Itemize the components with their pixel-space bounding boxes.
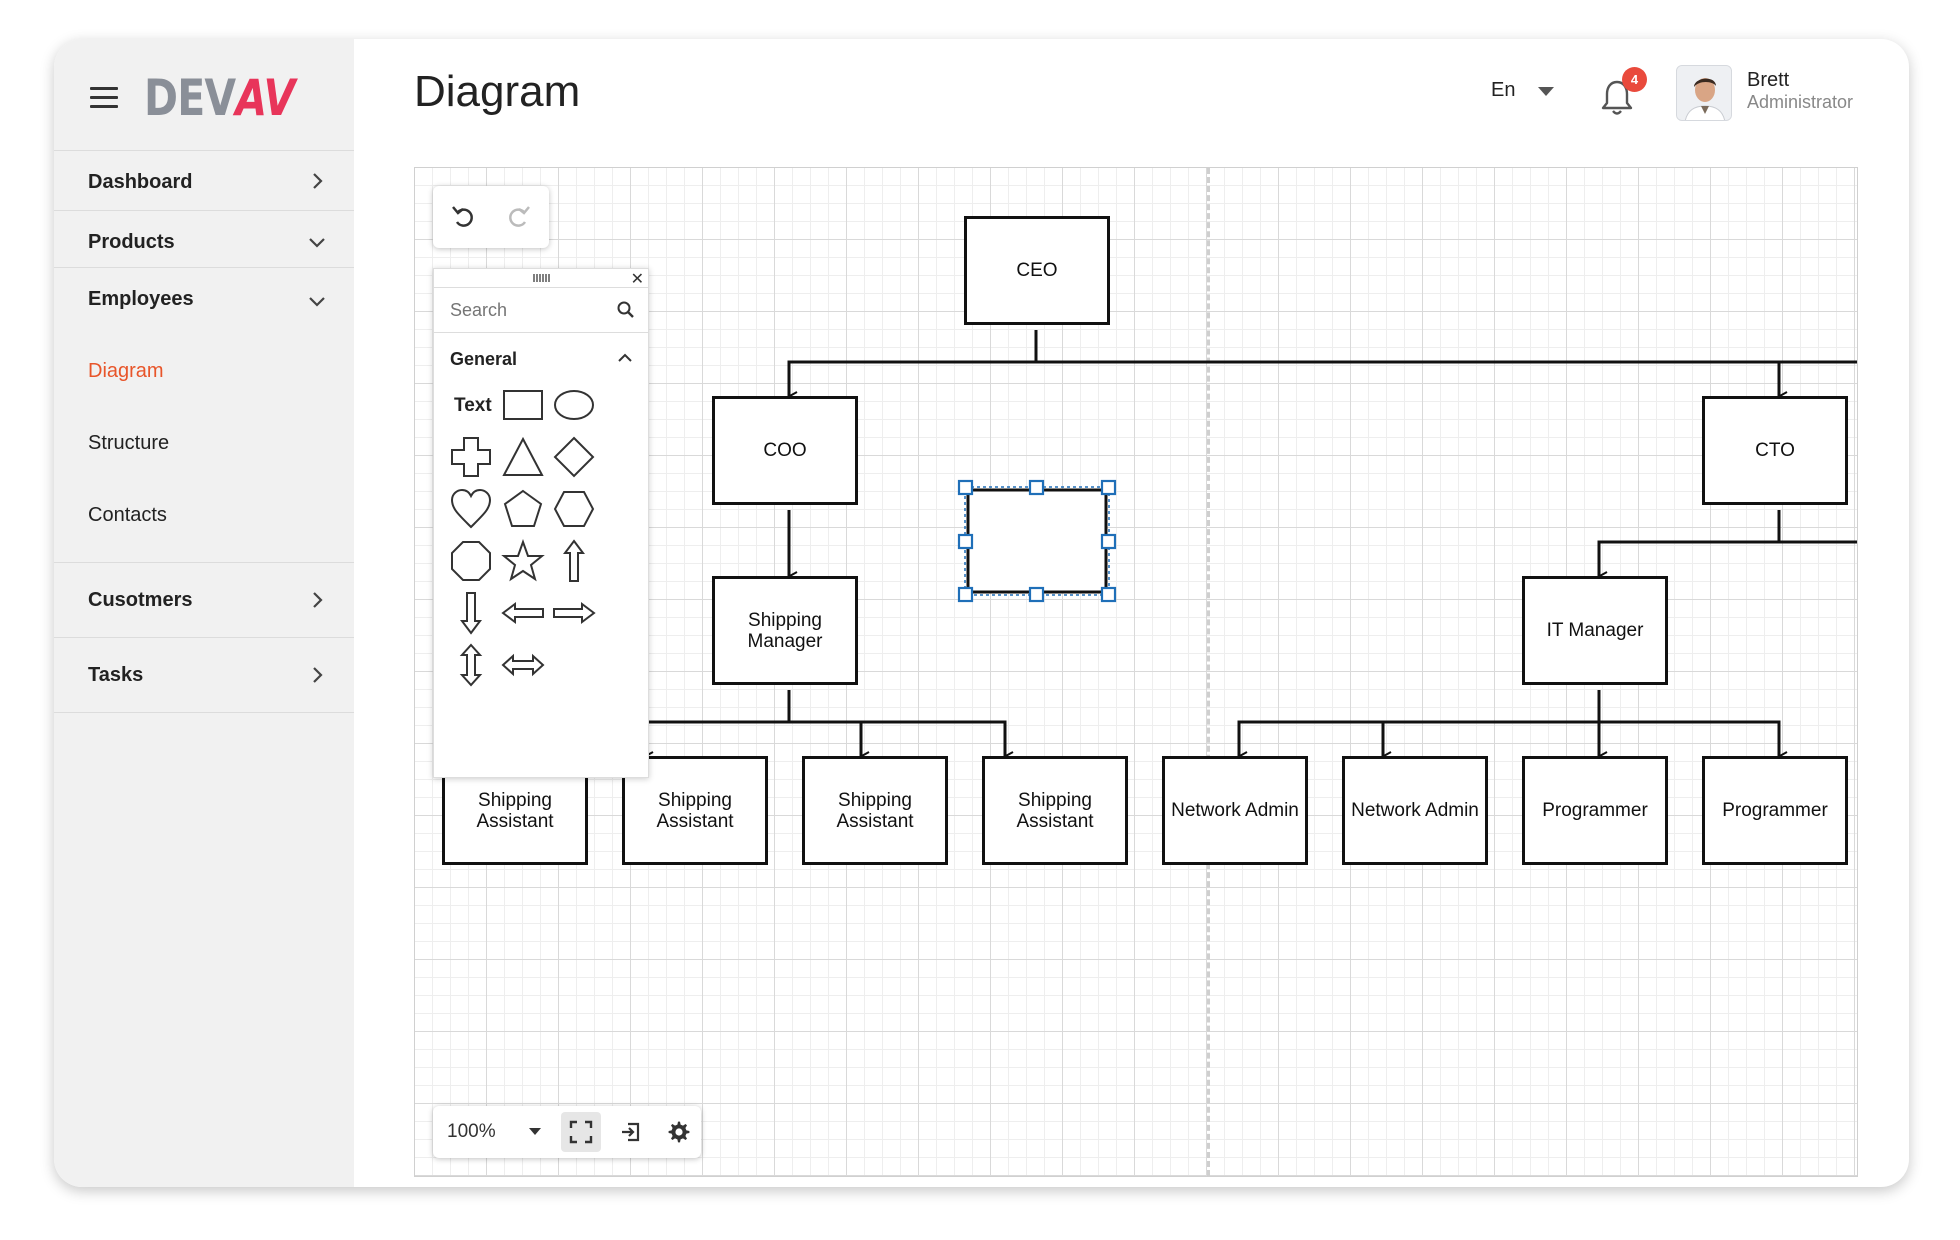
language-selector[interactable]: En <box>1491 79 1516 101</box>
node-coo[interactable]: COO <box>712 396 858 505</box>
page-break-line <box>1207 168 1210 1176</box>
node-it-manager[interactable]: IT Manager <box>1522 576 1668 685</box>
shape-arrow-right-icon[interactable] <box>552 591 596 635</box>
sidebar-item-label: Products <box>88 231 175 253</box>
search-field[interactable] <box>434 287 648 333</box>
sidebar-item-label: Tasks <box>88 664 144 686</box>
history-toolbar <box>433 186 549 248</box>
chevron-down-icon <box>309 238 325 248</box>
export-icon <box>622 1122 640 1142</box>
sidebar-item-label: Employees <box>88 288 194 310</box>
search-icon[interactable] <box>616 300 636 320</box>
node-cto[interactable]: CTO <box>1702 396 1848 505</box>
chevron-right-icon <box>313 667 323 683</box>
node-shipping-assistant[interactable]: Shipping Assistant <box>982 756 1128 865</box>
logo-row: DEVAV <box>54 39 354 151</box>
redo-icon[interactable] <box>503 202 533 232</box>
page-title: Diagram <box>414 67 581 116</box>
sidebar: DEVAV Dashboard Products Employees Diagr… <box>54 39 354 1187</box>
chevron-right-icon <box>313 173 323 189</box>
caret-down-icon[interactable] <box>1538 87 1554 96</box>
sidebar-item-employees[interactable]: Employees Diagram Structure Contacts <box>54 268 354 563</box>
zoom-select[interactable]: 100% <box>447 1121 496 1142</box>
notification-badge: 4 <box>1622 67 1647 92</box>
view-toolbar: 100% <box>433 1106 701 1158</box>
search-input[interactable] <box>434 288 648 332</box>
chevron-up-icon[interactable] <box>616 349 634 367</box>
sidebar-item-dashboard[interactable]: Dashboard <box>54 151 354 211</box>
node-shipping-manager[interactable]: Shipping Manager <box>712 576 858 685</box>
selected-node[interactable] <box>956 478 1118 604</box>
chevron-down-icon <box>309 297 325 307</box>
sidebar-item-products[interactable]: Products <box>54 211 354 268</box>
shape-cross-icon[interactable] <box>449 435 493 479</box>
sidebar-item-customers[interactable]: Cusotmers <box>54 563 354 638</box>
shape-arrow-up-down-icon[interactable] <box>449 643 493 687</box>
hamburger-menu-icon[interactable] <box>90 87 118 109</box>
shape-pentagon-icon[interactable] <box>501 487 545 531</box>
shape-arrow-left-icon[interactable] <box>501 591 545 635</box>
node-programmer[interactable]: Programmer <box>1522 756 1668 865</box>
sidebar-subitem-contacts[interactable]: Contacts <box>88 504 167 526</box>
brand-logo[interactable]: DEVAV <box>144 69 295 127</box>
fullscreen-icon <box>569 1120 593 1144</box>
diagram-canvas[interactable]: CEO COO CTO Shipping Manager IT Manager … <box>414 167 1858 1177</box>
sidebar-subitem-diagram[interactable]: Diagram <box>88 360 164 382</box>
shape-arrow-down-icon[interactable] <box>449 591 493 635</box>
node-shipping-assistant[interactable]: Shipping Assistant <box>802 756 948 865</box>
sidebar-item-label: Dashboard <box>88 171 193 193</box>
caret-down-icon[interactable] <box>529 1128 541 1135</box>
shape-star-icon[interactable] <box>501 539 545 583</box>
shape-ellipse-icon[interactable] <box>552 383 596 427</box>
shape-rectangle-icon[interactable] <box>501 383 545 427</box>
node-network-admin[interactable]: Network Admin <box>1162 756 1308 865</box>
shape-diamond-icon[interactable] <box>552 435 596 479</box>
user-role: Administrator <box>1747 92 1854 112</box>
shape-text[interactable]: Text <box>454 395 492 416</box>
undo-icon[interactable] <box>449 202 479 232</box>
sidebar-item-label: Cusotmers <box>88 589 193 611</box>
shape-octagon-icon[interactable] <box>449 539 493 583</box>
shapes-toolbox: ✕ General Text <box>433 268 649 778</box>
shape-heart-icon[interactable] <box>449 487 493 531</box>
gear-icon <box>668 1121 690 1143</box>
drag-handle-icon[interactable] <box>532 274 550 282</box>
export-button[interactable] <box>611 1112 651 1152</box>
shape-arrow-up-icon[interactable] <box>552 539 596 583</box>
user-name: Brett <box>1747 69 1790 91</box>
node-ceo[interactable]: CEO <box>964 216 1110 325</box>
node-network-admin[interactable]: Network Admin <box>1342 756 1488 865</box>
user-avatar-icon <box>1677 66 1731 120</box>
sidebar-subitem-structure[interactable]: Structure <box>88 432 170 454</box>
sidebar-item-tasks[interactable]: Tasks <box>54 638 354 713</box>
shape-triangle-icon[interactable] <box>501 435 545 479</box>
app-window: DEVAV Dashboard Products Employees Diagr… <box>54 39 1909 1187</box>
settings-button[interactable] <box>659 1112 699 1152</box>
chevron-right-icon <box>313 592 323 608</box>
shape-arrow-left-right-icon[interactable] <box>501 643 545 687</box>
shape-hexagon-icon[interactable] <box>552 487 596 531</box>
node-programmer[interactable]: Programmer <box>1702 756 1848 865</box>
close-icon[interactable]: ✕ <box>630 271 644 288</box>
fullscreen-button[interactable] <box>561 1112 601 1152</box>
shape-group-title[interactable]: General <box>450 349 518 369</box>
avatar[interactable] <box>1676 65 1732 121</box>
